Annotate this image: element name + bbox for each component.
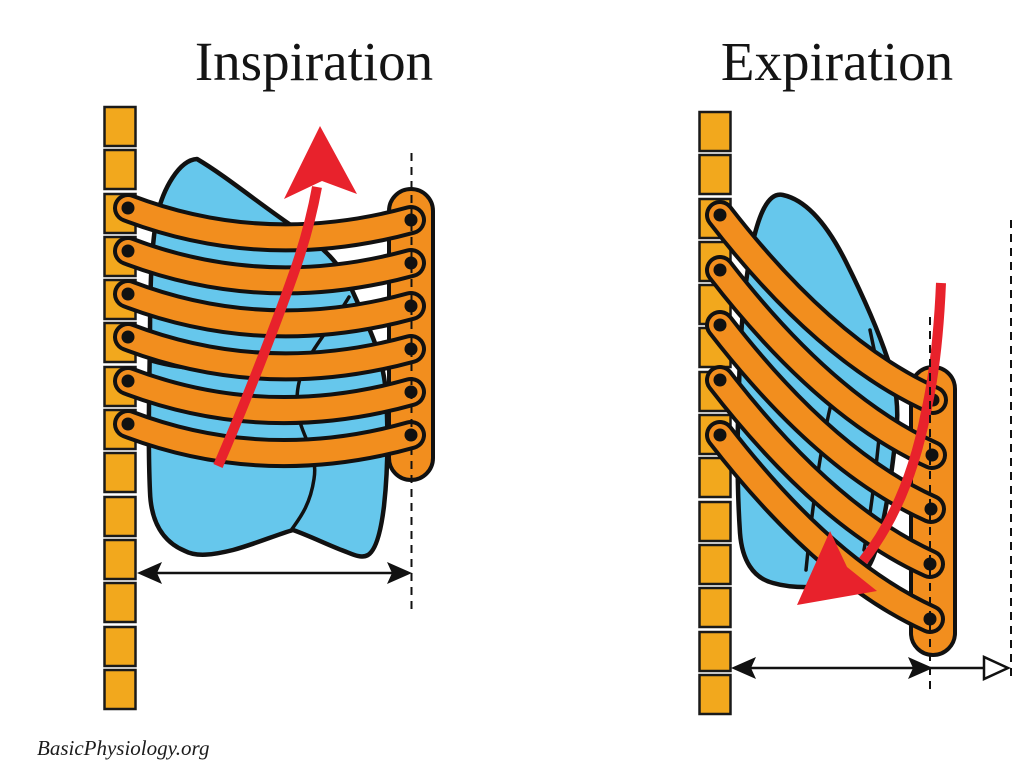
- vertebra: [103, 495, 137, 538]
- source-credit: BasicPhysiology.org: [37, 736, 210, 760]
- rib: [117, 283, 422, 335]
- lung-fissure: [290, 295, 351, 531]
- expiration-diagram: [698, 110, 1012, 716]
- vertebra: [698, 500, 732, 543]
- vertebra: [103, 105, 137, 148]
- expiration-title: Expiration: [720, 31, 954, 92]
- rib: [709, 369, 941, 575]
- inspiration-diagram: [103, 105, 435, 711]
- rib: [117, 326, 422, 378]
- chest-width-arrow-right: [731, 655, 1012, 681]
- vertebra: [698, 586, 732, 629]
- ribs-left: [113, 193, 426, 469]
- vertebra: [698, 110, 732, 153]
- chest-width-arrow-left: [137, 562, 412, 584]
- vertebra: [103, 581, 137, 624]
- vertebra: [698, 673, 732, 716]
- rib: [709, 259, 943, 466]
- rib: [117, 240, 422, 292]
- rib: [709, 204, 944, 411]
- vertebra: [103, 538, 137, 581]
- vertebra: [698, 543, 732, 586]
- vertebra: [698, 630, 732, 673]
- inspiration-title: Inspiration: [194, 31, 434, 92]
- previous-width-open-arrowhead: [982, 655, 1012, 681]
- vertebra: [698, 153, 732, 196]
- rib: [117, 370, 422, 422]
- vertebra: [103, 148, 137, 191]
- rib: [117, 413, 422, 465]
- down-arrow: [797, 282, 946, 605]
- vertebra: [103, 668, 137, 711]
- vertebra: [103, 625, 137, 668]
- up-arrow: [213, 126, 357, 468]
- rib: [117, 197, 422, 249]
- vertebra: [103, 451, 137, 494]
